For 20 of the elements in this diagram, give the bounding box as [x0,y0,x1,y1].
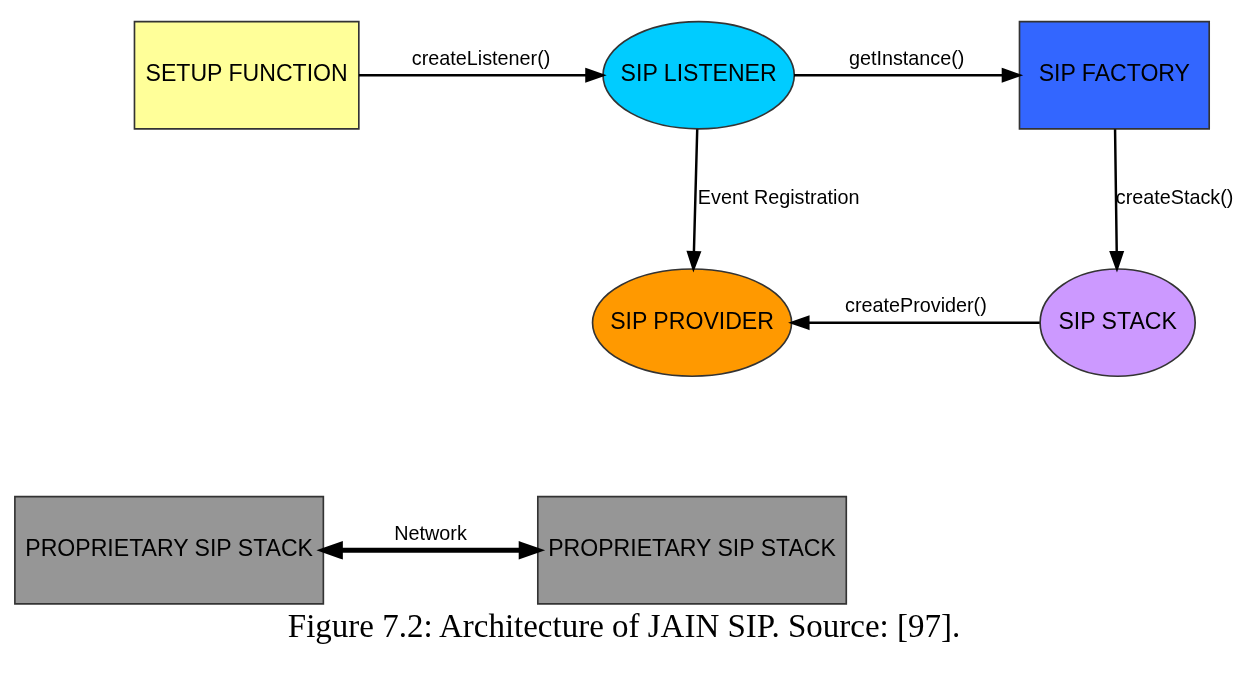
edge-label: createProvider() [844,294,987,317]
node-ellipse: SIP LISTENER [602,20,796,130]
arrow [788,315,1040,331]
node-box: PROPRIETARY SIP STACK [14,495,325,605]
arrow [794,67,1024,83]
edge-label: createStack() [1115,186,1234,209]
edge-label: Event Registration [697,186,860,209]
node-box: SIP FACTORY [1018,20,1211,130]
arrow [358,67,607,83]
arrow [316,541,546,560]
node-box: SETUP FUNCTION [133,20,360,130]
node-ellipse: SIP PROVIDER [591,268,793,378]
edge-label: getInstance() [848,46,965,69]
node-ellipse: SIP STACK [1039,268,1196,378]
arrow [1109,129,1125,273]
arrow [686,129,702,273]
edge-label: createListener() [411,46,551,69]
caption: Figure 7.2: Architecture of JAIN SIP. Source: [97]. [287,607,961,644]
node-box: PROPRIETARY SIP STACK [537,495,848,605]
edge-label: Network [394,521,467,544]
